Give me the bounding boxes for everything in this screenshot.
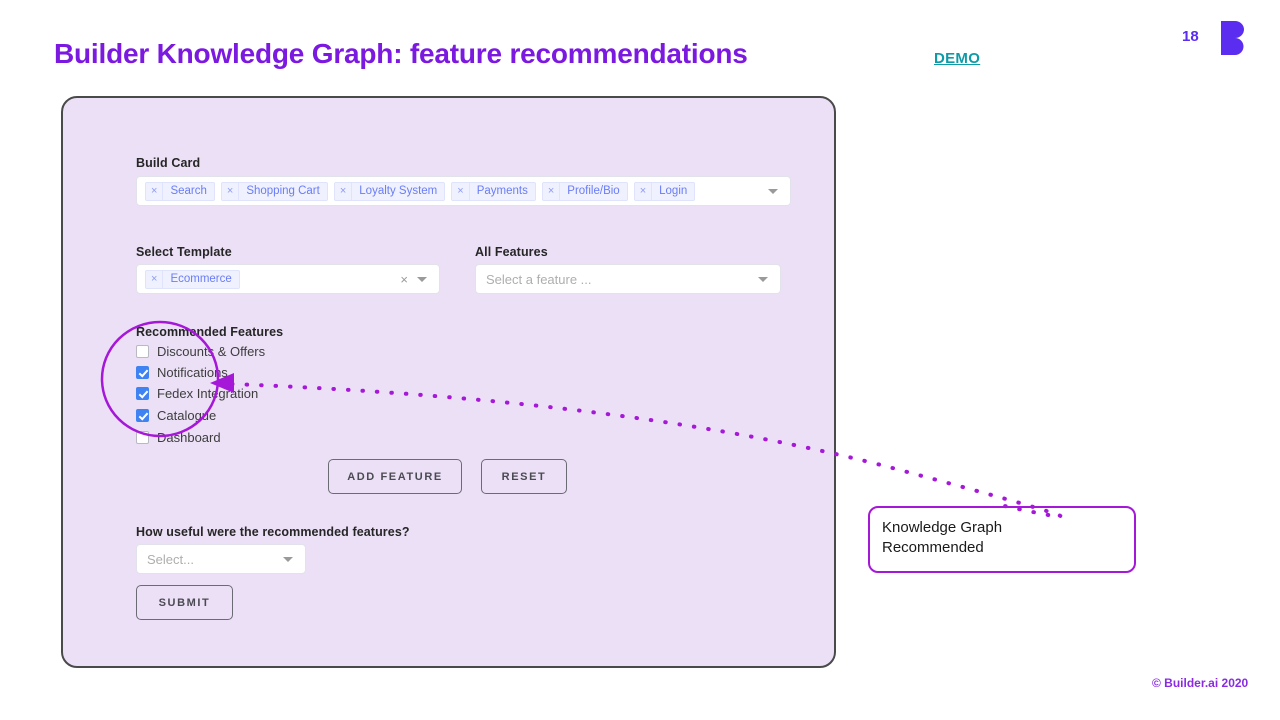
checkbox-unchecked-icon[interactable] xyxy=(136,345,149,358)
add-feature-button[interactable]: ADD FEATURE xyxy=(328,459,462,494)
chevron-down-icon[interactable] xyxy=(758,276,768,282)
select-template-label: Select Template xyxy=(136,245,232,259)
checkbox-row-notifications[interactable]: Notifications xyxy=(136,365,228,380)
builder-b-logo-icon xyxy=(1221,21,1244,55)
checkbox-row-catalogue[interactable]: Catalogue xyxy=(136,408,216,423)
template-chip-list: × Ecommerce xyxy=(145,269,393,289)
chip-label: Shopping Cart xyxy=(246,185,320,197)
checkbox-label: Notifications xyxy=(157,365,228,380)
build-card-select[interactable]: × Search × Shopping Cart × Loyalty Syste… xyxy=(136,176,791,206)
checkbox-row-discounts-offers[interactable]: Discounts & Offers xyxy=(136,344,265,359)
all-features-placeholder: Select a feature ... xyxy=(486,271,592,287)
chip-label: Loyalty System xyxy=(359,185,438,197)
chip-label: Payments xyxy=(476,185,528,197)
chip[interactable]: × Payments xyxy=(451,181,536,201)
chip-remove-icon[interactable]: × xyxy=(452,182,470,200)
callout-line-2: Recommended xyxy=(882,539,984,557)
chip-remove-icon[interactable]: × xyxy=(146,270,164,288)
chip-label: Ecommerce xyxy=(170,273,232,285)
checkbox-label: Dashboard xyxy=(157,430,221,445)
callout-box: Knowledge Graph Recommended xyxy=(868,506,1136,573)
demo-link[interactable]: DEMO xyxy=(934,50,981,67)
build-card-chip-list: × Search × Shopping Cart × Loyalty Syste… xyxy=(145,181,766,201)
feedback-question-label: How useful were the recommended features… xyxy=(136,525,410,539)
chevron-down-icon[interactable] xyxy=(283,556,293,562)
reset-button[interactable]: RESET xyxy=(481,459,567,494)
page-number: 18 xyxy=(1182,28,1199,45)
checkbox-row-dashboard[interactable]: Dashboard xyxy=(136,430,221,445)
checkbox-checked-icon[interactable] xyxy=(136,387,149,400)
chip-label: Profile/Bio xyxy=(567,185,620,197)
checkbox-label: Discounts & Offers xyxy=(157,344,266,359)
chip-remove-icon[interactable]: × xyxy=(146,182,164,200)
chip[interactable]: × Login xyxy=(633,181,696,201)
build-card-label: Build Card xyxy=(136,156,201,170)
chevron-down-icon[interactable] xyxy=(768,188,778,194)
chip-remove-icon[interactable]: × xyxy=(543,182,561,200)
checkbox-label: Catalogue xyxy=(157,408,217,423)
checkbox-row-fedex-integration[interactable]: Fedex Integration xyxy=(136,386,258,401)
footer-copyright: © Builder.ai 2020 xyxy=(1152,676,1249,690)
chip-remove-icon[interactable]: × xyxy=(335,182,353,200)
chip[interactable]: × Ecommerce xyxy=(145,269,240,289)
clear-selection-icon[interactable]: × xyxy=(400,271,408,287)
page-title: Builder Knowledge Graph: feature recomme… xyxy=(54,38,748,69)
chip[interactable]: × Profile/Bio xyxy=(541,181,628,201)
checkbox-checked-icon[interactable] xyxy=(136,409,149,422)
all-features-select[interactable]: Select a feature ... xyxy=(475,264,781,294)
all-features-label: All Features xyxy=(475,245,548,259)
chip-remove-icon[interactable]: × xyxy=(222,182,240,200)
checkbox-label: Fedex Integration xyxy=(157,386,259,401)
chip-remove-icon[interactable]: × xyxy=(635,182,653,200)
select-template-select[interactable]: × Ecommerce × xyxy=(136,264,440,294)
chip-label: Search xyxy=(170,185,207,197)
feedback-placeholder: Select... xyxy=(147,551,194,567)
chip[interactable]: × Search xyxy=(145,181,215,201)
chip-label: Login xyxy=(659,185,688,197)
submit-button[interactable]: SUBMIT xyxy=(136,585,233,620)
chip[interactable]: × Loyalty System xyxy=(333,181,446,201)
feedback-select[interactable]: Select... xyxy=(136,544,306,574)
chip[interactable]: × Shopping Cart xyxy=(220,181,328,201)
chevron-down-icon[interactable] xyxy=(417,276,427,282)
checkbox-unchecked-icon[interactable] xyxy=(136,431,149,444)
demo-app-card: Build Card × Search × Shopping Cart × Lo… xyxy=(61,96,836,668)
checkbox-checked-icon[interactable] xyxy=(136,366,149,379)
callout-line-1: Knowledge Graph xyxy=(882,519,1003,536)
recommended-features-label: Recommended Features xyxy=(136,325,284,339)
